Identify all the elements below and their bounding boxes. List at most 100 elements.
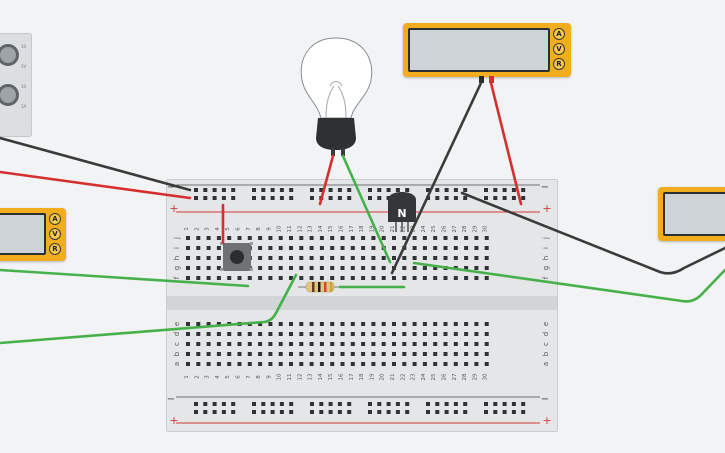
- breadboard-hole[interactable]: [289, 352, 293, 356]
- breadboard-hole[interactable]: [268, 352, 273, 356]
- breadboard-hole[interactable]: [268, 322, 273, 326]
- breadboard-hole[interactable]: [227, 236, 232, 240]
- breadboard-hole[interactable]: [330, 256, 335, 260]
- breadboard-hole[interactable]: [196, 362, 201, 366]
- breadboard-hole[interactable]: [319, 322, 324, 326]
- breadboard-hole[interactable]: [474, 246, 479, 250]
- breadboard-hole[interactable]: [216, 256, 221, 260]
- breadboard-hole[interactable]: [422, 246, 427, 250]
- rail-hole[interactable]: [231, 410, 236, 414]
- breadboard-hole[interactable]: [474, 276, 479, 280]
- breadboard-hole[interactable]: [464, 332, 469, 336]
- rail-hole[interactable]: [484, 188, 488, 192]
- rail-hole[interactable]: [310, 402, 314, 406]
- rail-hole[interactable]: [212, 188, 217, 192]
- breadboard-hole[interactable]: [319, 236, 324, 240]
- rail-hole[interactable]: [221, 196, 226, 200]
- breadboard-hole[interactable]: [206, 236, 211, 240]
- rail-hole[interactable]: [463, 196, 468, 200]
- breadboard-hole[interactable]: [216, 342, 221, 346]
- breadboard-hole[interactable]: [309, 256, 314, 260]
- breadboard-hole[interactable]: [206, 352, 211, 356]
- breadboard-hole[interactable]: [196, 246, 201, 250]
- breadboard-hole[interactable]: [278, 266, 283, 270]
- rail-hole[interactable]: [212, 410, 217, 414]
- breadboard-hole[interactable]: [371, 246, 376, 250]
- breadboard-hole[interactable]: [340, 322, 345, 326]
- breadboard-hole[interactable]: [299, 256, 304, 260]
- breadboard-hole[interactable]: [422, 332, 427, 336]
- breadboard-hole[interactable]: [433, 362, 438, 366]
- breadboard-hole[interactable]: [186, 362, 190, 366]
- breadboard-hole[interactable]: [464, 246, 469, 250]
- breadboard-hole[interactable]: [289, 246, 293, 250]
- rail-hole[interactable]: [289, 410, 294, 414]
- breadboard-hole[interactable]: [422, 276, 427, 280]
- breadboard-hole[interactable]: [237, 332, 242, 336]
- rail-hole[interactable]: [453, 402, 458, 406]
- breadboard-hole[interactable]: [289, 236, 293, 240]
- breadboard-hole[interactable]: [453, 332, 458, 336]
- breadboard-hole[interactable]: [278, 332, 283, 336]
- breadboard-hole[interactable]: [350, 362, 355, 366]
- rail-hole[interactable]: [377, 402, 382, 406]
- breadboard-hole[interactable]: [247, 342, 252, 346]
- breadboard-hole[interactable]: [412, 256, 417, 260]
- rail-hole[interactable]: [337, 402, 342, 406]
- breadboard-hole[interactable]: [371, 342, 376, 346]
- breadboard-hole[interactable]: [196, 256, 201, 260]
- breadboard-hole[interactable]: [443, 332, 448, 336]
- breadboard-hole[interactable]: [196, 236, 201, 240]
- rail-hole[interactable]: [426, 410, 430, 414]
- rail-hole[interactable]: [395, 188, 400, 192]
- rail-hole[interactable]: [212, 402, 217, 406]
- breadboard-hole[interactable]: [392, 256, 396, 260]
- breadboard-hole[interactable]: [361, 266, 366, 270]
- breadboard-hole[interactable]: [309, 352, 314, 356]
- breadboard-hole[interactable]: [474, 342, 479, 346]
- breadboard-hole[interactable]: [268, 266, 273, 270]
- breadboard-hole[interactable]: [196, 352, 201, 356]
- rail-hole[interactable]: [261, 402, 266, 406]
- power-supply[interactable]: 10 5V 10 5A: [0, 33, 32, 137]
- breadboard-hole[interactable]: [361, 322, 366, 326]
- breadboard-hole[interactable]: [278, 236, 283, 240]
- rail-hole[interactable]: [328, 196, 333, 200]
- breadboard-hole[interactable]: [350, 256, 355, 260]
- breadboard-hole[interactable]: [268, 332, 273, 336]
- rail-hole[interactable]: [405, 188, 410, 192]
- rail-hole[interactable]: [453, 188, 458, 192]
- rail-hole[interactable]: [395, 410, 400, 414]
- breadboard-hole[interactable]: [268, 236, 273, 240]
- mode-voltmeter-button[interactable]: V: [553, 43, 565, 55]
- rail-hole[interactable]: [395, 402, 400, 406]
- breadboard-hole[interactable]: [402, 266, 407, 270]
- rail-hole[interactable]: [521, 196, 526, 200]
- breadboard-hole[interactable]: [412, 352, 417, 356]
- breadboard-hole[interactable]: [371, 276, 376, 280]
- breadboard-hole[interactable]: [381, 256, 386, 260]
- breadboard-hole[interactable]: [237, 342, 242, 346]
- light-bulb-base[interactable]: [316, 118, 356, 150]
- breadboard-hole[interactable]: [350, 352, 355, 356]
- breadboard-hole[interactable]: [289, 256, 293, 260]
- breadboard-hole[interactable]: [381, 322, 386, 326]
- breadboard-hole[interactable]: [484, 342, 489, 346]
- rail-hole[interactable]: [444, 402, 449, 406]
- breadboard-hole[interactable]: [464, 276, 469, 280]
- rail-hole[interactable]: [463, 188, 468, 192]
- breadboard-hole[interactable]: [319, 266, 324, 270]
- rail-hole[interactable]: [252, 188, 256, 192]
- breadboard-hole[interactable]: [412, 266, 417, 270]
- breadboard-hole[interactable]: [381, 342, 386, 346]
- rail-hole[interactable]: [319, 188, 324, 192]
- breadboard-hole[interactable]: [371, 256, 376, 260]
- breadboard-hole[interactable]: [371, 236, 376, 240]
- rail-hole[interactable]: [368, 196, 372, 200]
- rail-hole[interactable]: [444, 196, 449, 200]
- breadboard-hole[interactable]: [258, 236, 263, 240]
- rail-hole[interactable]: [444, 410, 449, 414]
- breadboard-hole[interactable]: [350, 276, 355, 280]
- breadboard-hole[interactable]: [433, 266, 438, 270]
- breadboard-hole[interactable]: [227, 332, 232, 336]
